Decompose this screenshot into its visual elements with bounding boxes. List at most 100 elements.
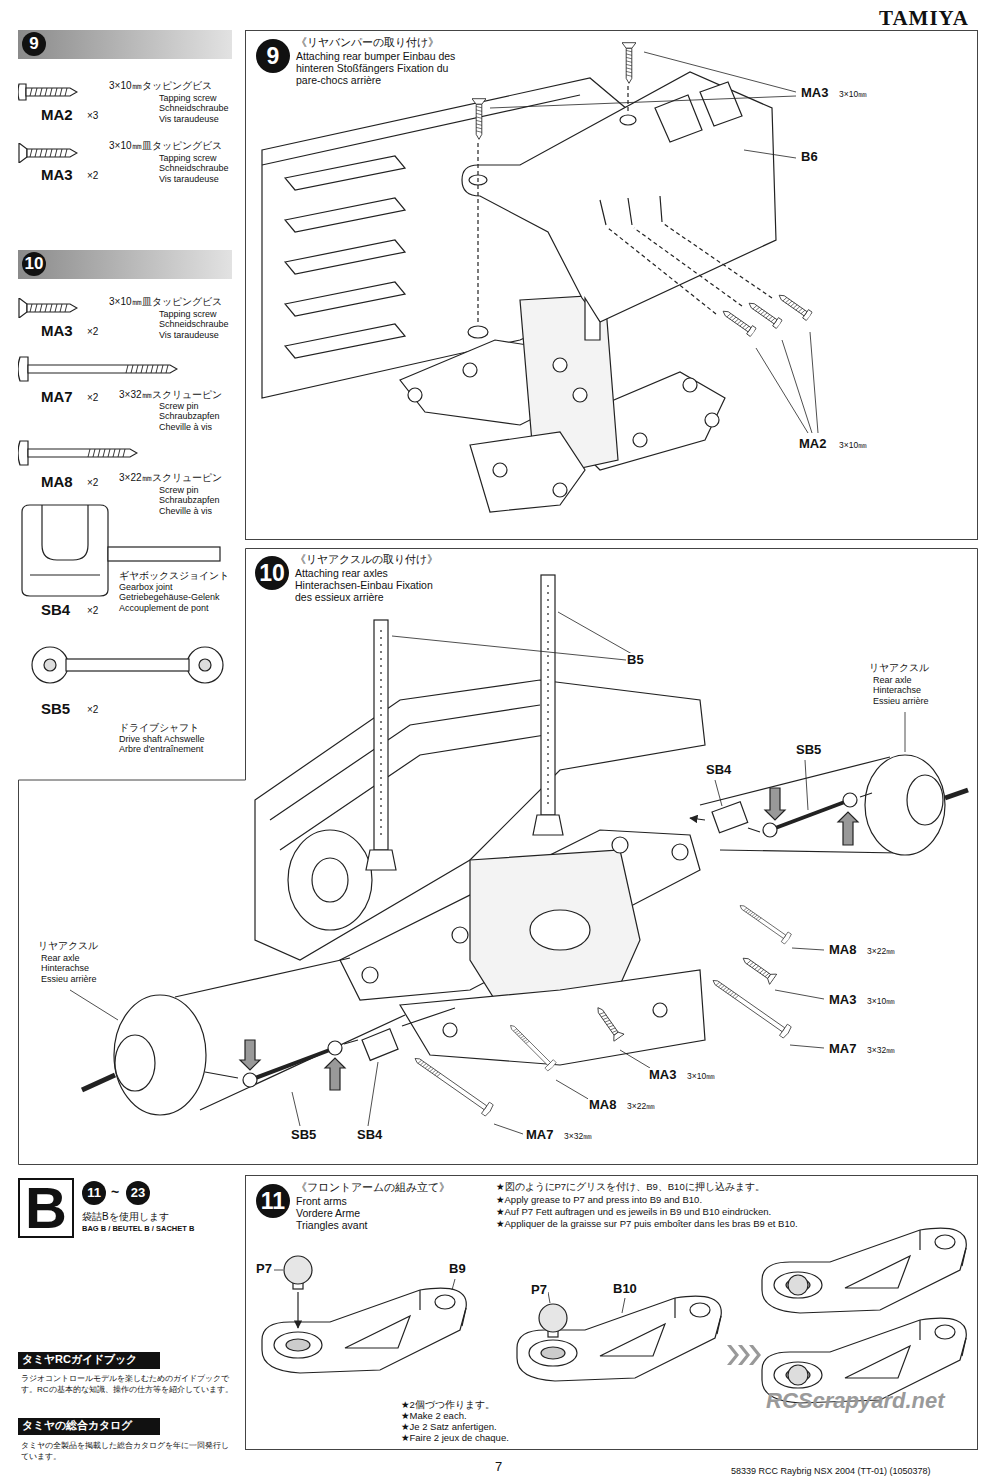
step-number: 9 — [256, 39, 290, 73]
step-title: Attaching rear axles Hinterachsen-Einbau… — [295, 567, 435, 603]
part-name-ja: リヤアクスル — [37, 940, 99, 952]
part-name-ja: 3×10㎜皿タッピングビス — [108, 140, 223, 152]
dimension: 3×32㎜ — [563, 1132, 593, 1142]
panel-outline — [19, 549, 978, 1165]
quantity: ×2 — [86, 392, 99, 404]
rear-axle-illustration — [70, 612, 905, 1134]
rear-axle-illustration — [325, 1058, 345, 1090]
rear-bumper-illustration — [408, 388, 422, 402]
part-icons — [42, 505, 88, 560]
assembly-note: ★図のようにP7にグリスを付け、B9、B10に押し込みます。 — [495, 1182, 766, 1193]
rear-bumper-illustration — [585, 298, 600, 340]
part-icons — [199, 659, 211, 671]
step-number: 10 — [255, 556, 289, 590]
rear-bumper-illustration — [720, 307, 756, 337]
rear-axle-illustration — [907, 775, 943, 825]
step-panel: 9《リヤバンパーの取り付け》Attaching rear bumper Einb… — [245, 30, 978, 540]
rear-bumper-illustration — [600, 196, 662, 225]
rear-axle-illustration — [737, 901, 793, 945]
rear-bumper-illustration — [683, 378, 697, 392]
callout-label: MA2 — [798, 437, 827, 452]
front-arm-illustration — [788, 1365, 808, 1385]
callout-label: MA3 — [800, 86, 829, 101]
rear-bumper-illustration — [493, 463, 507, 477]
part-icons — [108, 547, 220, 561]
assembly-note: ★Auf P7 Fett auftragen und es jeweils in… — [495, 1207, 772, 1218]
step-range-number: 11 — [82, 1181, 106, 1205]
part-icons — [22, 505, 108, 596]
step-number: 9 — [22, 32, 46, 56]
rear-axle-illustration — [366, 850, 396, 870]
part-name: Tapping screw Schneidschraube Vis taraud… — [158, 309, 238, 340]
rear-axle-illustration — [411, 1053, 494, 1117]
guide-title: タミヤの総合カタログ — [22, 1419, 132, 1432]
rear-axle-illustration — [443, 1023, 457, 1037]
rear-axle-illustration — [400, 970, 705, 1065]
part-code: MA8 — [40, 473, 74, 490]
part-name-ja: ドライブシャフト — [118, 722, 200, 734]
rear-bumper-illustration — [490, 52, 818, 433]
rear-bumper-illustration — [470, 432, 585, 512]
callout-label: SB5 — [290, 1128, 317, 1143]
rear-bumper-illustration — [285, 240, 405, 274]
rear-axle-illustration — [763, 823, 777, 837]
front-arm-illustration — [262, 1228, 966, 1403]
rear-axle-illustration — [82, 1075, 115, 1090]
callout-label: B5 — [626, 653, 645, 668]
watermark: RCScrapyard.net — [765, 1388, 946, 1413]
callout-label: MA3 — [828, 993, 857, 1008]
part-icons — [19, 143, 77, 163]
part-code: SB5 — [40, 700, 71, 717]
assembly-note: ★Make 2 each. — [400, 1411, 468, 1422]
rear-axle-illustration — [70, 575, 968, 1134]
rear-bumper-illustration — [262, 43, 818, 512]
quantity: ×2 — [86, 704, 99, 716]
rear-axle-illustration — [533, 815, 563, 835]
rear-axle-illustration — [240, 1040, 260, 1070]
rear-axle-illustration — [452, 927, 468, 943]
callout-label: SB4 — [356, 1128, 383, 1143]
rear-axle-illustration — [547, 585, 548, 805]
part-name-ja: 3×10㎜皿タッピングビス — [108, 296, 223, 308]
rear-axle-illustration — [312, 858, 348, 902]
part-name-ja: 3×10㎜タッピングビス — [108, 80, 213, 92]
rear-axle-illustration — [175, 958, 405, 1110]
dimension: 3×10㎜ — [838, 90, 868, 100]
bag-box: B11~23袋詰Bを使用しますBAG B / BEUTEL B / SACHET… — [18, 1178, 232, 1242]
rear-axle-illustration — [288, 830, 372, 930]
rear-axle-illustration — [712, 802, 748, 833]
step-bar: 10 — [18, 250, 232, 279]
callout-label: MA8 — [588, 1098, 617, 1113]
callout-label: MA7 — [525, 1128, 554, 1143]
part-name-ja: 3×22㎜スクリューピン — [118, 472, 223, 484]
step-title: Front arms Vordere Arme Triangles avant — [296, 1195, 381, 1231]
part-name: Drive shaft Achswelle Arbre d'entraîneme… — [118, 734, 210, 755]
quantity: ×2 — [86, 605, 99, 617]
dimension: 3×10㎜ — [838, 441, 868, 451]
step-number: 10 — [22, 252, 46, 276]
quantity: ×2 — [86, 477, 99, 489]
rear-bumper-illustration — [746, 299, 782, 329]
guide-text: タミヤの全製品を掲載した総合カタログを年に一回発行しています。 — [20, 1440, 234, 1462]
brand-logo: TAMIYA — [878, 6, 970, 30]
step-title-ja: 《リヤアクスルの取り付け》 — [295, 553, 438, 565]
step-number: 11 — [256, 1184, 290, 1218]
rear-axle-illustration — [593, 1004, 624, 1041]
rear-axle-illustration — [506, 1021, 557, 1072]
dimension: 3×22㎜ — [866, 947, 896, 957]
part-name: Screw pin Schraubzapfen Cheville à vis — [158, 485, 230, 516]
part-icons — [66, 659, 189, 671]
rear-bumper-illustration — [463, 363, 477, 377]
rear-bumper-illustration — [620, 115, 636, 125]
assembly-note: ★Apply grease to P7 and press into B9 an… — [495, 1195, 703, 1206]
front-arm-illustration — [539, 1304, 567, 1332]
rear-bumper-illustration — [705, 413, 719, 427]
rear-axle-illustration — [865, 755, 945, 855]
range-tilde: ~ — [111, 1184, 119, 1200]
rear-bumper-illustration — [285, 282, 405, 316]
step-title-ja: 《フロントアームの組み立て》 — [296, 1181, 450, 1193]
part-icons — [44, 659, 56, 671]
callout-label: MA7 — [828, 1042, 857, 1057]
bag-note: BAG B / BEUTEL B / SACHET B — [82, 1225, 194, 1234]
